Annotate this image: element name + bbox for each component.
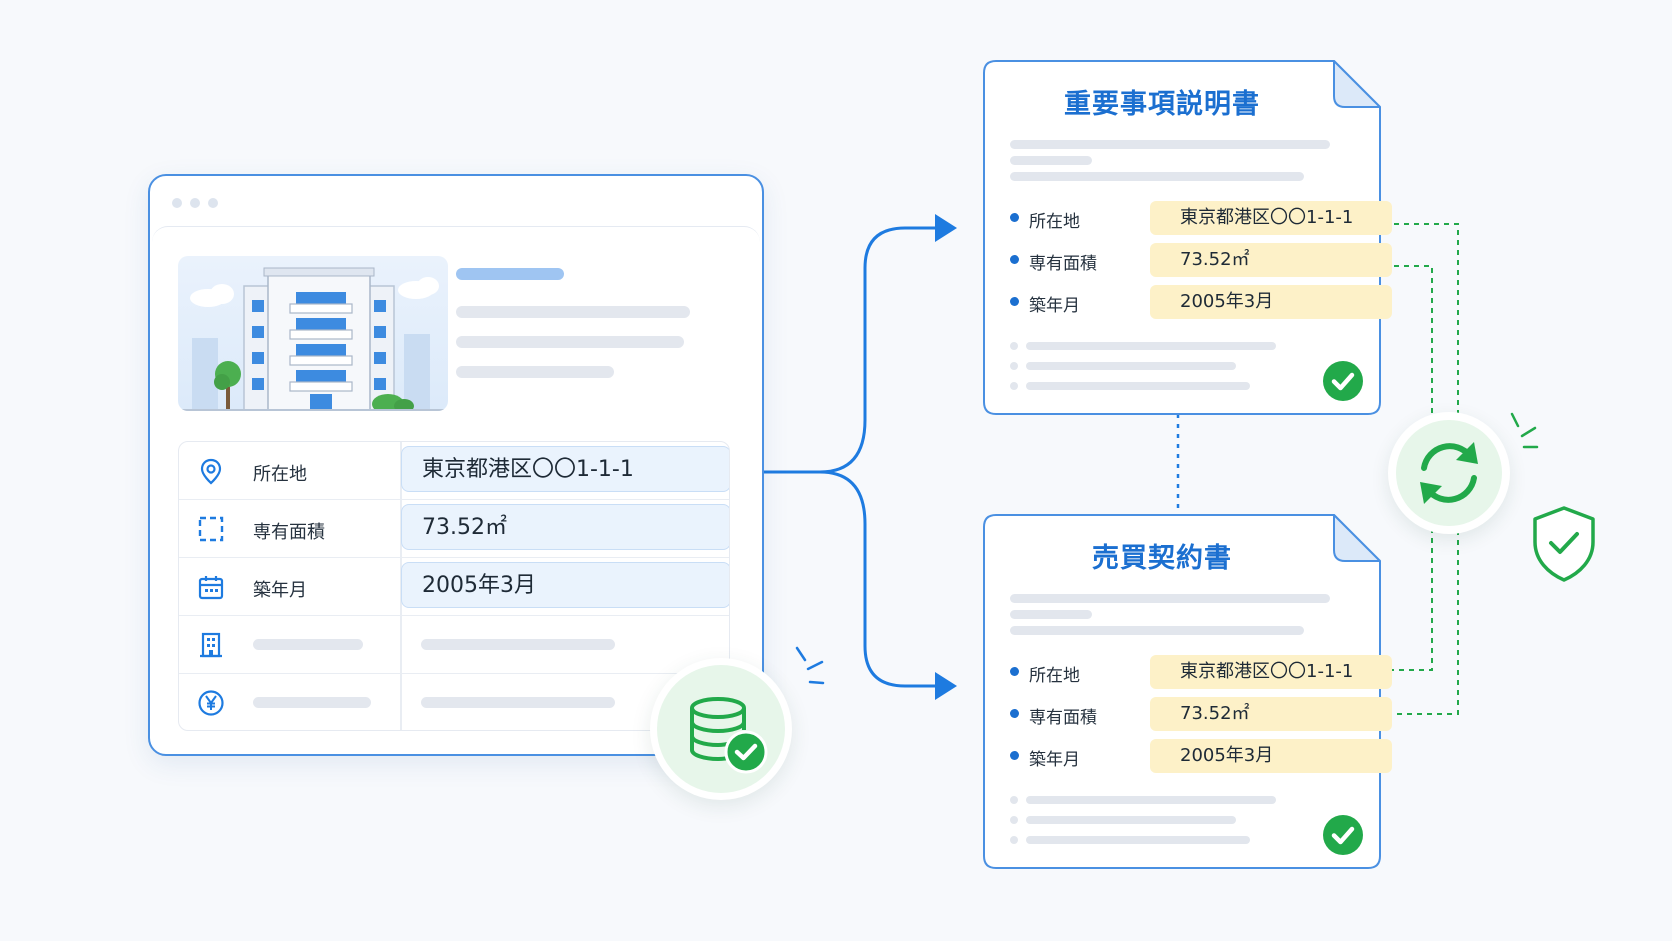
document-field-row: 所在地 東京都港区〇〇1-1-1 (1010, 201, 1392, 235)
field-label: 所在地 (1029, 212, 1080, 232)
check-circle-icon (1323, 361, 1363, 401)
placeholder-heading (456, 268, 564, 280)
field-label: 築年月 (1029, 296, 1080, 316)
field-row: 所在地 東京都港区〇〇1-1-1 (179, 442, 729, 500)
field-value[interactable]: 東京都港区〇〇1-1-1 (1150, 655, 1392, 689)
bullet-icon (1010, 213, 1019, 222)
placeholder-text-line (1010, 626, 1304, 635)
placeholder-text-line (1026, 836, 1250, 844)
placeholder-text-line (1010, 172, 1304, 181)
window-dot[interactable] (172, 198, 182, 208)
document-sales-contract: 売買契約書 所在地 東京都港区〇〇1-1-1 専有面積 73.52㎡ 築年月 2… (982, 514, 1392, 870)
placeholder-text-line (1026, 342, 1276, 350)
field-value[interactable]: 東京都港区〇〇1-1-1 (401, 446, 729, 492)
list-bullet (1010, 836, 1018, 844)
placeholder-value (421, 697, 615, 708)
placeholder-text-line (1026, 816, 1236, 824)
bullet-icon (1010, 751, 1019, 760)
placeholder-text-line (456, 306, 690, 318)
list-bullet (1010, 816, 1018, 824)
document-important-matters: 重要事項説明書 所在地 東京都港区〇〇1-1-1 専有面積 73.52㎡ 築年月… (982, 60, 1392, 416)
field-value[interactable]: 2005年3月 (401, 562, 729, 608)
field-value[interactable]: 73.52㎡ (401, 504, 729, 550)
field-row: 築年月 2005年3月 (179, 558, 729, 616)
placeholder-text-line (456, 366, 614, 378)
document-field-row: 築年月 2005年3月 (1010, 285, 1392, 319)
field-value[interactable]: 73.52㎡ (1150, 697, 1392, 731)
field-row: 専有面積 73.52㎡ (179, 500, 729, 558)
bullet-icon (1010, 255, 1019, 264)
window-dot[interactable] (208, 198, 218, 208)
document-field-row: 築年月 2005年3月 (1010, 739, 1392, 773)
placeholder-text-line (1026, 796, 1276, 804)
placeholder-value (421, 639, 615, 650)
field-value[interactable]: 73.52㎡ (1150, 243, 1392, 277)
field-label: 所在地 (1029, 666, 1080, 686)
field-label: 築年月 (1029, 750, 1080, 770)
placeholder-text-line (1026, 382, 1250, 390)
placeholder-text-line (1010, 610, 1092, 619)
arrow-head-top (935, 214, 957, 242)
sync-arrows-icon (1420, 442, 1478, 504)
document-field-row: 所在地 東京都港区〇〇1-1-1 (1010, 655, 1392, 689)
document-title: 売買契約書 (1092, 543, 1232, 574)
building-icon (200, 632, 222, 658)
window-dot[interactable] (190, 198, 200, 208)
list-bullet (1010, 796, 1018, 804)
building-illustration (178, 256, 448, 411)
window-header-divider (152, 226, 760, 245)
yen-icon (198, 690, 224, 716)
document-title: 重要事項説明書 (1064, 89, 1260, 120)
placeholder-label (253, 639, 363, 650)
placeholder-label (253, 697, 371, 708)
location-pin-icon (200, 458, 222, 485)
field-label: 所在地 (253, 464, 307, 485)
list-bullet (1010, 362, 1018, 370)
placeholder-text-line (1026, 362, 1236, 370)
calendar-icon (198, 576, 224, 600)
field-row (179, 616, 729, 674)
property-fields-table: 所在地 東京都港区〇〇1-1-1 専有面積 73.52㎡ 築年月 2005年3月 (178, 441, 730, 731)
list-bullet (1010, 382, 1018, 390)
document-shape (983, 60, 1381, 415)
field-value[interactable]: 東京都港区〇〇1-1-1 (1150, 201, 1392, 235)
column-divider (400, 558, 402, 615)
list-bullet (1010, 342, 1018, 350)
bullet-icon (1010, 667, 1019, 676)
bullet-icon (1010, 297, 1019, 306)
database-check-icon (690, 697, 768, 774)
field-label: 専有面積 (1029, 708, 1097, 728)
arrow-head-bottom (935, 672, 957, 700)
area-dashed-square-icon (198, 516, 224, 542)
property-source-window: 所在地 東京都港区〇〇1-1-1 専有面積 73.52㎡ 築年月 2005年3月 (148, 174, 764, 756)
placeholder-text-line (456, 336, 684, 348)
shield-check-icon (1533, 506, 1595, 582)
field-value[interactable]: 2005年3月 (1150, 285, 1392, 319)
document-shape (983, 514, 1381, 869)
field-value[interactable]: 2005年3月 (1150, 739, 1392, 773)
database-badge (650, 658, 792, 800)
bullet-icon (1010, 709, 1019, 718)
field-label: 専有面積 (1029, 254, 1097, 274)
column-divider (400, 616, 402, 673)
column-divider (400, 500, 402, 557)
field-label: 専有面積 (253, 522, 325, 543)
placeholder-text-line (1010, 140, 1330, 149)
placeholder-text-line (1010, 594, 1330, 603)
placeholder-text-line (1010, 156, 1092, 165)
window-controls (172, 198, 218, 208)
sync-badge (1388, 412, 1510, 534)
document-field-row: 専有面積 73.52㎡ (1010, 697, 1392, 731)
field-label: 築年月 (253, 580, 307, 601)
column-divider (400, 442, 402, 499)
field-row (179, 674, 729, 730)
check-circle-icon (1323, 815, 1363, 855)
document-field-row: 専有面積 73.52㎡ (1010, 243, 1392, 277)
column-divider (400, 674, 402, 730)
